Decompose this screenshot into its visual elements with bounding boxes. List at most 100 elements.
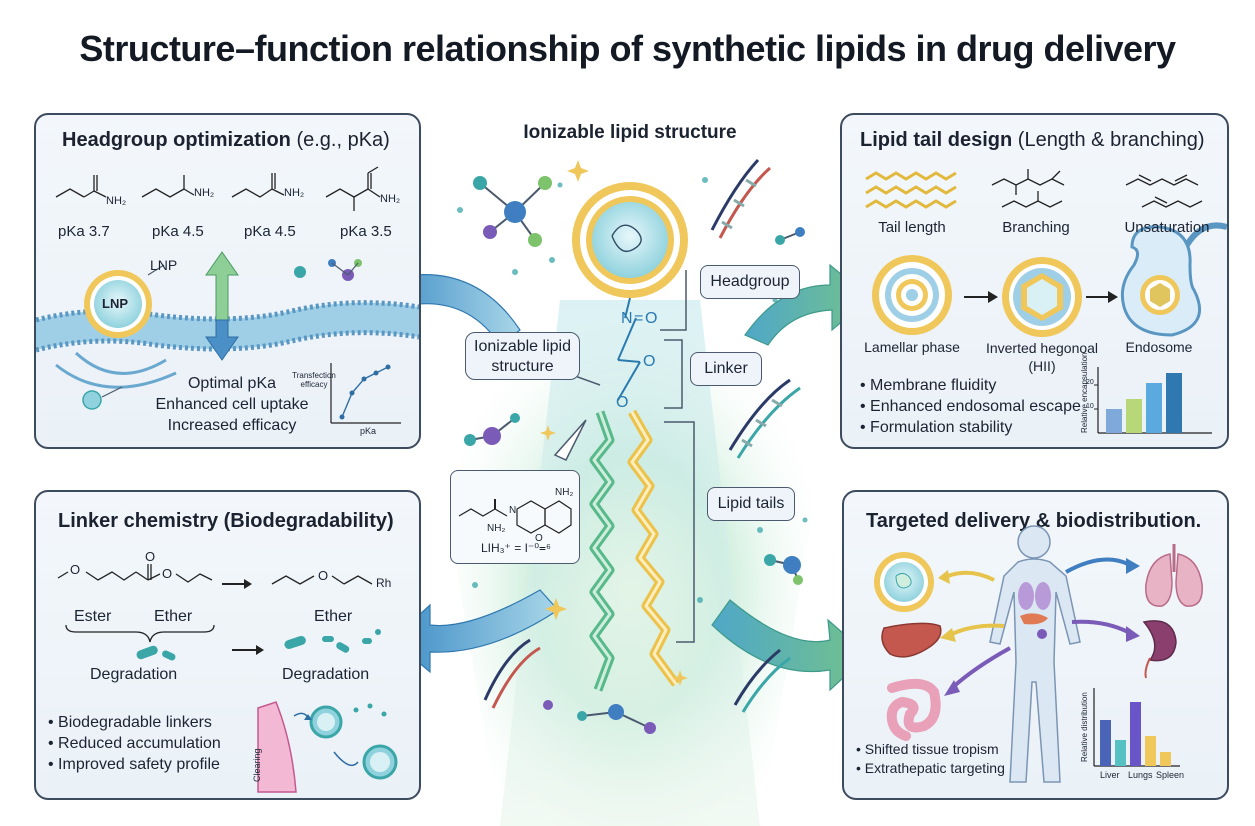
distribution-bar: [1100, 720, 1111, 766]
inset-nh2-right: NH₂: [555, 487, 574, 498]
encapsulation-ylabel: Relative encapsulation: [1080, 352, 1089, 434]
targeting-graphics: [874, 525, 1203, 783]
unsaturation-icon: [1125, 174, 1203, 208]
rh-label: Rh: [376, 576, 392, 590]
inset-nh2-left: NH₂: [487, 523, 506, 534]
nh2-label-2: NH₂: [194, 187, 215, 199]
distribution-bar: [1145, 736, 1156, 766]
plot-xlabel: pKa: [360, 426, 377, 436]
inverted-hexagonal-icon: [1002, 257, 1082, 337]
ether-label-right: Ether: [314, 608, 353, 625]
phase-hii: Inverted hegonoal (HII): [985, 340, 1099, 374]
ester-label: Ester: [74, 608, 112, 625]
headgroup-panel-title: Headgroup optimization (e.g., pKa): [62, 129, 390, 151]
targeted-lnp-icon: [874, 552, 934, 612]
phase-endosome: Endosome: [1125, 339, 1193, 355]
ester-o3: O: [162, 566, 173, 581]
molecule-icon: [464, 176, 805, 734]
lungs-icon: [1145, 544, 1203, 607]
headgroup-outcomes: Optimal pKa Enhanced cell uptake Increas…: [155, 375, 309, 434]
nh2-label-1: NH₂: [106, 195, 127, 207]
pka-value-3: pKa 4.5: [244, 223, 296, 240]
targeting-panel-title: Targeted delivery & biodistribution.: [866, 510, 1202, 532]
ether-o: O: [318, 568, 329, 583]
pka-double-arrow: [205, 251, 239, 361]
degradation-icon: [136, 629, 381, 661]
atom-o-2: O: [643, 353, 656, 370]
distribution-cat-lungs: Lungs: [1128, 770, 1153, 780]
lnp-icon: [84, 270, 152, 338]
arrow-to-linker: [391, 589, 559, 674]
ester-o2: O: [145, 549, 156, 564]
nh2-label-3: NH₂: [284, 187, 305, 199]
liver-icon: [881, 622, 942, 658]
phase-lamellar: Lamellar phase: [864, 339, 960, 355]
atom-o-1: O: [645, 310, 658, 327]
kidney-icon: [1142, 620, 1177, 679]
targeting-bullets: • Shifted tissue tropism • Extrathepatic…: [856, 741, 1005, 776]
ether-label-left: Ether: [154, 608, 193, 625]
arrow-to-targeting: [711, 599, 869, 692]
headgroup-molecules-icon: [36, 166, 419, 424]
distribution-bars: [1100, 702, 1171, 766]
clearing-graphic: [257, 701, 398, 793]
encapsulation-bar-chart: [1094, 367, 1212, 434]
lipid-tail-panel-title: Lipid tail design (Length & branching): [860, 129, 1205, 151]
pka-value-1: pKa 3.7: [58, 223, 110, 240]
degradation-label-right: Degradation: [282, 666, 370, 683]
ether-structure-icon: [271, 575, 373, 585]
pka-value-2: pKa 4.5: [152, 223, 204, 240]
tail-design-graphics: [865, 169, 1227, 434]
pka-efficacy-plot: [330, 363, 401, 424]
linker-panel: Linker chemistry (Biodegradability): [34, 490, 421, 800]
distribution-cat-liver: Liver: [1100, 770, 1120, 780]
clearing-label: Clearing: [252, 748, 262, 782]
tail-type-branching: Branching: [1002, 219, 1070, 236]
lnp-label: LNP: [150, 257, 178, 273]
lipid-tails-tag[interactable]: Lipid tails: [707, 487, 795, 521]
degradation-label-left: Degradation: [90, 666, 178, 683]
distribution-bar: [1130, 702, 1141, 766]
central-lnp-icon: [572, 182, 688, 298]
inset-n: N: [509, 505, 517, 516]
distribution-cat-spleen: Spleen: [1156, 770, 1185, 780]
tail-length-icon: [865, 171, 957, 209]
endosome-icon: [1120, 222, 1227, 337]
encapsulation-tick-20: 20: [1086, 379, 1094, 386]
linker-tag[interactable]: Linker: [690, 352, 762, 386]
human-body-icon: [989, 525, 1081, 783]
distribution-ylabel: Relative distribution: [1080, 692, 1089, 762]
page-title: Structure–function relationship of synth…: [79, 28, 1176, 69]
plot-ylabel: Transfection efficacy: [292, 371, 336, 389]
dna-icon: [483, 158, 801, 713]
linker-graphics: [57, 564, 398, 793]
inset-formula: LIH₃⁺ = I⁻⁰᐀⁶: [481, 541, 551, 555]
atom-o-3: O: [616, 394, 629, 411]
headgroup-tag[interactable]: Headgroup: [700, 265, 800, 299]
linker-panel-title: Linker chemistry (Biodegradability): [58, 510, 394, 532]
branching-icon: [991, 169, 1065, 208]
inset-o: O: [535, 533, 543, 544]
encapsulation-tick-10: 10: [1086, 403, 1094, 410]
tail-type-length: Tail length: [878, 219, 946, 236]
lipid-tail-panel: Lipid tail design (Length & branching): [840, 113, 1229, 449]
targeting-panel: Targeted delivery & biodistribution.: [842, 490, 1229, 800]
ester-structure-icon: [57, 564, 213, 583]
intestine-icon: [886, 678, 941, 741]
tail-type-unsaturation: Unsaturation: [1124, 219, 1210, 236]
ester-o1: O: [70, 562, 81, 577]
lnp-inner-label: LNP: [102, 296, 128, 311]
linker-bullets: • Biodegradable linkers • Reduced accumu…: [48, 714, 221, 773]
headgroup-panel: Headgroup optimization (e.g., pKa): [34, 113, 421, 449]
center-callout: Ionizable lipid structure: [465, 332, 580, 380]
pka-value-4: pKa 3.5: [340, 223, 392, 240]
tail-bullets: • Membrane fluidity • Enhanced endosomal…: [860, 377, 1081, 436]
inset-structure: N NH₂ NH₂ O LIH₃⁺ = I⁻⁰᐀⁶: [450, 470, 580, 564]
distribution-bar: [1115, 740, 1126, 766]
distribution-bar: [1160, 752, 1171, 766]
lamellar-phase-icon: [872, 255, 952, 335]
atom-n: N: [621, 310, 633, 327]
nh2-label-4: NH₂: [380, 193, 401, 205]
center-title: Ionizable lipid structure: [523, 122, 737, 143]
